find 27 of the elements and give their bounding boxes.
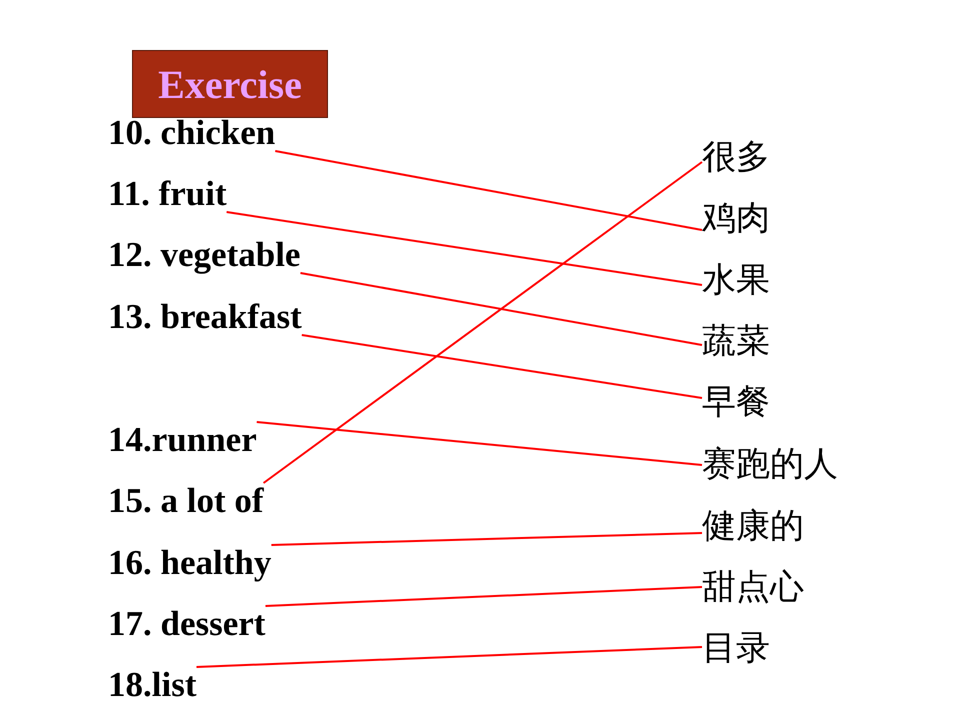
matching-line [256, 421, 702, 466]
chinese-meaning: 甜点心 [702, 567, 804, 607]
english-word: 17. dessert [108, 604, 266, 644]
english-word: 16. healthy [108, 543, 272, 583]
chinese-meaning: 鸡肉 [702, 198, 770, 238]
matching-line [196, 646, 702, 668]
matching-line [302, 334, 702, 399]
chinese-meaning: 蔬菜 [702, 321, 770, 361]
chinese-meaning: 目录 [702, 628, 770, 668]
matching-line [226, 211, 702, 286]
chinese-meaning: 早餐 [702, 382, 770, 422]
matching-line [262, 161, 703, 484]
chinese-meaning: 赛跑的人 [702, 444, 838, 484]
english-word: 15. a lot of [108, 481, 264, 521]
english-word: 14.runner [108, 420, 257, 460]
chinese-meaning: 健康的 [702, 506, 804, 546]
english-word: 18.list [108, 665, 196, 705]
english-word: 12. vegetable [108, 235, 300, 275]
chinese-meaning: 很多 [702, 137, 770, 177]
matching-line [271, 532, 702, 546]
matching-line [275, 150, 702, 231]
title-banner: Exercise [132, 50, 328, 118]
matching-line [265, 586, 702, 607]
chinese-meaning: 水果 [702, 260, 770, 300]
matching-line [300, 272, 702, 346]
english-word: 13. breakfast [108, 297, 302, 337]
english-word: 11. fruit [108, 174, 227, 214]
